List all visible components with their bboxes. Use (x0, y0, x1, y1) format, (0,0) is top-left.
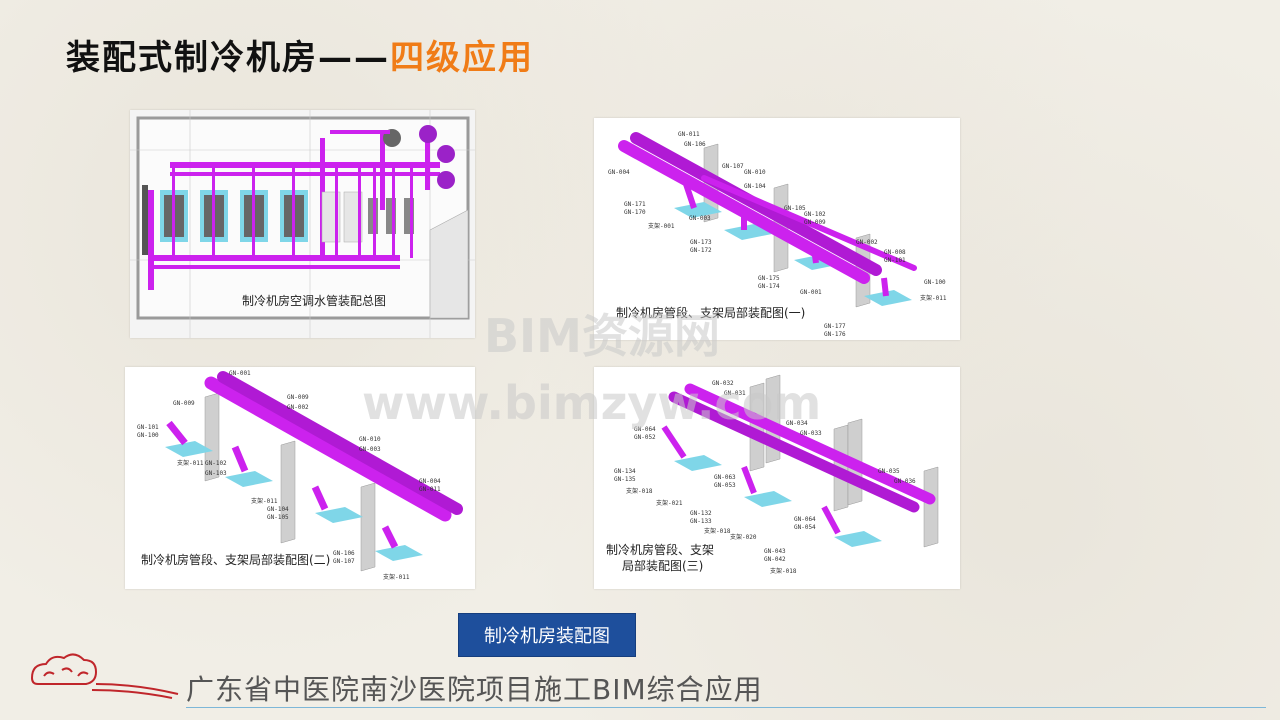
svg-text:GN-174: GN-174 (758, 283, 780, 290)
detail-3-svg: GN-032 GN-031 GN-034 GN-033 GN-064 GN-05… (614, 374, 939, 575)
svg-text:GN-053: GN-053 (714, 482, 736, 489)
svg-text:GN-064: GN-064 (794, 516, 816, 523)
svg-text:GN-107: GN-107 (333, 558, 355, 565)
svg-text:GN-052: GN-052 (634, 434, 656, 441)
svg-text:GN-010: GN-010 (744, 169, 766, 176)
svg-text:GN-011: GN-011 (678, 131, 700, 138)
svg-text:GN-009: GN-009 (173, 400, 195, 407)
svg-text:GN-172: GN-172 (690, 247, 712, 254)
svg-text:GN-106: GN-106 (684, 141, 706, 148)
svg-text:GN-135: GN-135 (614, 476, 636, 483)
svg-text:GN-173: GN-173 (690, 239, 712, 246)
svg-text:GN-034: GN-034 (786, 420, 808, 427)
footer-project-title: 广东省中医院南沙医院项目施工BIM综合应用 (186, 673, 763, 706)
assembly-drawing-badge: 制冷机房装配图 (458, 613, 636, 657)
svg-text:支架-011: 支架-011 (177, 459, 204, 467)
svg-text:支架-011: 支架-011 (383, 573, 410, 581)
svg-text:GN-004: GN-004 (419, 478, 441, 485)
footer-divider (186, 707, 1266, 708)
svg-text:支架-018: 支架-018 (770, 567, 797, 575)
svg-text:GN-132: GN-132 (690, 510, 712, 517)
overall-plan-svg (130, 110, 475, 338)
svg-text:GN-003: GN-003 (359, 446, 381, 453)
svg-text:GN-010: GN-010 (359, 436, 381, 443)
svg-text:GN-036: GN-036 (894, 478, 916, 485)
svg-text:GN-033: GN-033 (800, 430, 822, 437)
detail-drawing-3: GN-032 GN-031 GN-034 GN-033 GN-064 GN-05… (594, 367, 960, 589)
detail-drawing-1: GN-011 GN-106 GN-004 GN-107 GN-010 GN-10… (594, 118, 960, 340)
svg-text:GN-063: GN-063 (714, 474, 736, 481)
detail-3-caption-line2: 局部装配图(三) (622, 559, 704, 573)
title-main: 装配式制冷机房—— (66, 38, 390, 78)
svg-text:GN-133: GN-133 (690, 518, 712, 525)
overall-plan-drawing: 制冷机房空调水管装配总图 (130, 110, 475, 338)
svg-text:GN-177: GN-177 (824, 323, 846, 330)
svg-text:GN-175: GN-175 (758, 275, 780, 282)
svg-text:GN-171: GN-171 (624, 201, 646, 208)
page-title: 装配式制冷机房——四级应用 (66, 30, 534, 79)
svg-text:GN-134: GN-134 (614, 468, 636, 475)
detail-1-svg: GN-011 GN-106 GN-004 GN-107 GN-010 GN-10… (608, 131, 947, 338)
svg-text:GN-001: GN-001 (229, 370, 251, 377)
svg-text:GN-100: GN-100 (924, 279, 946, 286)
svg-text:GN-031: GN-031 (724, 390, 746, 397)
svg-text:支架-018: 支架-018 (626, 487, 653, 495)
svg-text:GN-105: GN-105 (784, 205, 806, 212)
svg-text:GN-003: GN-003 (689, 215, 711, 222)
svg-text:GN-101: GN-101 (137, 424, 159, 431)
svg-text:GN-002: GN-002 (287, 404, 309, 411)
svg-text:GN-001: GN-001 (800, 289, 822, 296)
svg-text:GN-104: GN-104 (744, 183, 766, 190)
detail-2-svg: GN-001 GN-009 GN-009 GN-002 GN-101 GN-10… (137, 370, 463, 581)
svg-text:支架-011: 支架-011 (920, 294, 947, 302)
svg-text:GN-102: GN-102 (205, 460, 227, 467)
svg-text:GN-042: GN-042 (764, 556, 786, 563)
svg-text:支架-021: 支架-021 (656, 499, 683, 507)
svg-text:GN-009: GN-009 (804, 219, 826, 226)
svg-text:GN-101: GN-101 (884, 257, 906, 264)
detail-drawing-2: GN-001 GN-009 GN-009 GN-002 GN-101 GN-10… (125, 367, 475, 589)
title-accent: 四级应用 (390, 38, 534, 78)
svg-text:GN-170: GN-170 (624, 209, 646, 216)
auspicious-cloud-icon (30, 653, 179, 699)
svg-text:GN-032: GN-032 (712, 380, 734, 387)
svg-text:GN-004: GN-004 (608, 169, 630, 176)
svg-text:GN-176: GN-176 (824, 331, 846, 338)
detail-3-caption-line1: 制冷机房管段、支架 (606, 543, 715, 557)
detail-1-caption: 制冷机房管段、支架局部装配图(一) (616, 306, 806, 320)
svg-text:GN-107: GN-107 (722, 163, 744, 170)
svg-text:GN-008: GN-008 (884, 249, 906, 256)
svg-text:支架-011: 支架-011 (251, 497, 278, 505)
svg-text:GN-103: GN-103 (205, 470, 227, 477)
svg-text:GN-002: GN-002 (856, 239, 878, 246)
svg-text:GN-043: GN-043 (764, 548, 786, 555)
svg-text:GN-035: GN-035 (878, 468, 900, 475)
detail-2-caption: 制冷机房管段、支架局部装配图(二) (141, 553, 331, 567)
svg-text:GN-106: GN-106 (333, 550, 355, 557)
svg-text:GN-102: GN-102 (804, 211, 826, 218)
svg-text:GN-104: GN-104 (267, 506, 289, 513)
svg-text:GN-054: GN-054 (794, 524, 816, 531)
svg-text:支架-001: 支架-001 (648, 222, 675, 230)
svg-text:GN-064: GN-064 (634, 426, 656, 433)
svg-text:GN-009: GN-009 (287, 394, 309, 401)
svg-text:GN-011: GN-011 (419, 486, 441, 493)
svg-text:支架-018: 支架-018 (704, 527, 731, 535)
svg-text:GN-105: GN-105 (267, 514, 289, 521)
svg-text:GN-100: GN-100 (137, 432, 159, 439)
overall-plan-caption: 制冷机房空调水管装配总图 (242, 294, 387, 308)
svg-text:支架-020: 支架-020 (730, 533, 757, 541)
